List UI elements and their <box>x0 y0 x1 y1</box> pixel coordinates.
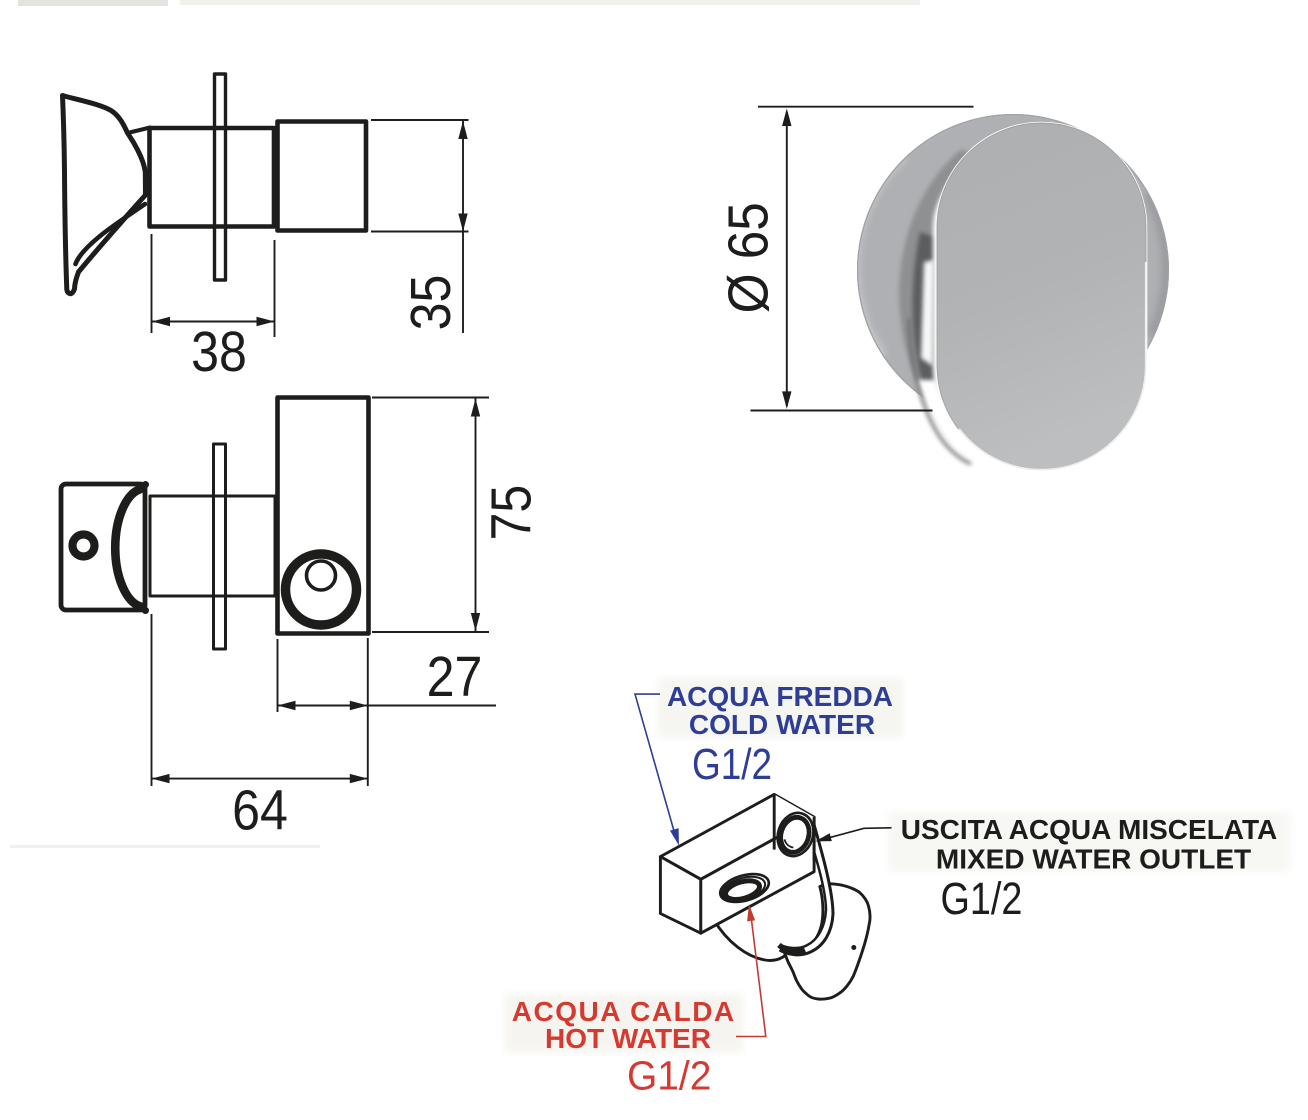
svg-text:G1/2: G1/2 <box>627 1054 711 1099</box>
svg-text:USCITA ACQUA MISCELATA: USCITA ACQUA MISCELATA <box>901 814 1277 845</box>
svg-text:75: 75 <box>479 485 543 541</box>
svg-text:G1/2: G1/2 <box>941 873 1023 924</box>
svg-text:Ø 65: Ø 65 <box>717 202 780 313</box>
svg-text:COLD WATER: COLD WATER <box>689 709 875 740</box>
svg-text:MIXED WATER OUTLET: MIXED WATER OUTLET <box>936 844 1251 875</box>
svg-text:HOT WATER: HOT WATER <box>545 1023 711 1054</box>
svg-text:ACQUA CALDA: ACQUA CALDA <box>512 996 736 1027</box>
svg-text:ACQUA FREDDA: ACQUA FREDDA <box>667 681 893 712</box>
svg-text:35: 35 <box>399 275 463 331</box>
svg-text:64: 64 <box>232 779 288 843</box>
svg-text:27: 27 <box>427 645 483 709</box>
svg-text:G1/2: G1/2 <box>692 739 772 789</box>
svg-text:38: 38 <box>191 320 247 384</box>
